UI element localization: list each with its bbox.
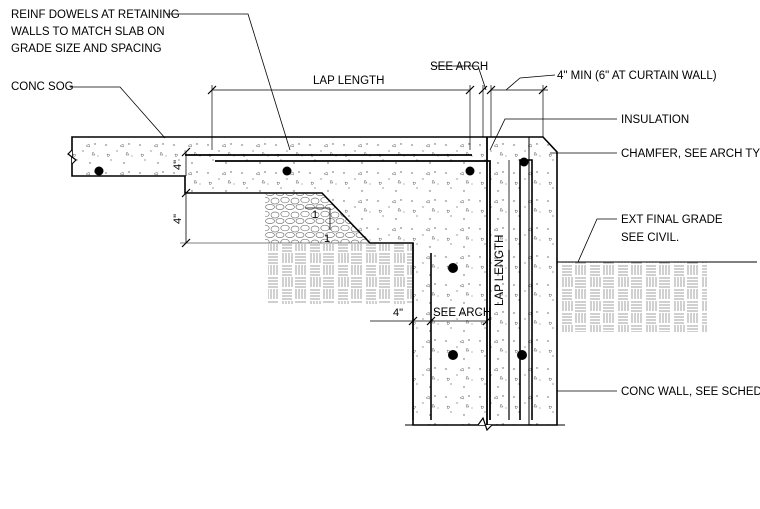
dim-4in-label-b: 4" bbox=[172, 214, 184, 224]
grade-label-line1: EXT FINAL GRADE bbox=[621, 214, 723, 226]
rebar-dot bbox=[448, 263, 458, 273]
conc-wall-label: CONC WALL, SEE SCHED bbox=[621, 386, 760, 398]
lap-length-vertical-label: LAP LENGTH bbox=[494, 235, 506, 306]
slope-label-1a: 1 bbox=[312, 209, 318, 221]
grade-label-line2: SEE CIVIL. bbox=[621, 232, 679, 244]
dowels-leader bbox=[167, 13, 291, 151]
conc-sog-label: CONC SOG bbox=[11, 81, 74, 93]
rebar-dot bbox=[448, 350, 458, 360]
gravel-fill bbox=[265, 193, 370, 243]
grade-leader bbox=[577, 218, 617, 263]
min-cover-label: 4" MIN (6" AT CURTAIN WALL) bbox=[557, 70, 717, 82]
tick bbox=[465, 85, 475, 95]
wall-break-mark bbox=[477, 416, 493, 432]
rebar-dot bbox=[465, 166, 475, 176]
dowel-bent-bar bbox=[215, 160, 491, 420]
slope-label-1b: 1 bbox=[324, 233, 330, 245]
tick bbox=[207, 85, 217, 95]
dowels-note-line3: GRADE SIZE AND SPACING bbox=[11, 43, 162, 55]
dim-4in-label-a: 4" bbox=[172, 160, 184, 170]
conc-sog-leader bbox=[70, 86, 166, 139]
rebar-dot bbox=[517, 350, 527, 360]
see-arch-bottom-label: SEE ARCH bbox=[433, 307, 491, 319]
slab-break-mark bbox=[67, 149, 77, 165]
tick bbox=[181, 238, 191, 248]
dowels-note-line1: REINF DOWELS AT RETAINING bbox=[11, 9, 180, 21]
dowels-note-line2: WALLS TO MATCH SLAB ON bbox=[11, 26, 165, 38]
rebar-dot bbox=[282, 166, 292, 176]
rebar-dot bbox=[519, 157, 529, 167]
rebar-dot bbox=[94, 166, 104, 176]
dim-4in-label-c: 4" bbox=[393, 307, 403, 319]
tick bbox=[482, 316, 492, 326]
tick bbox=[181, 147, 191, 157]
tick bbox=[478, 85, 488, 95]
see-arch-leader bbox=[432, 65, 487, 91]
tick bbox=[408, 316, 418, 326]
tick bbox=[181, 188, 191, 198]
insulation-label: INSULATION bbox=[621, 114, 689, 126]
see-arch-top-label: SEE ARCH bbox=[430, 61, 488, 73]
interior-soil-hatch bbox=[268, 244, 413, 304]
insulation-leader bbox=[489, 118, 617, 151]
lap-length-top-label: LAP LENGTH bbox=[313, 75, 384, 87]
min-cover-leader bbox=[505, 74, 556, 91]
tick bbox=[538, 85, 548, 95]
tick bbox=[426, 316, 436, 326]
exterior-soil-hatch bbox=[557, 262, 707, 332]
tick bbox=[486, 85, 496, 95]
chamfer-label: CHAMFER, SEE ARCH TYP bbox=[621, 148, 760, 160]
